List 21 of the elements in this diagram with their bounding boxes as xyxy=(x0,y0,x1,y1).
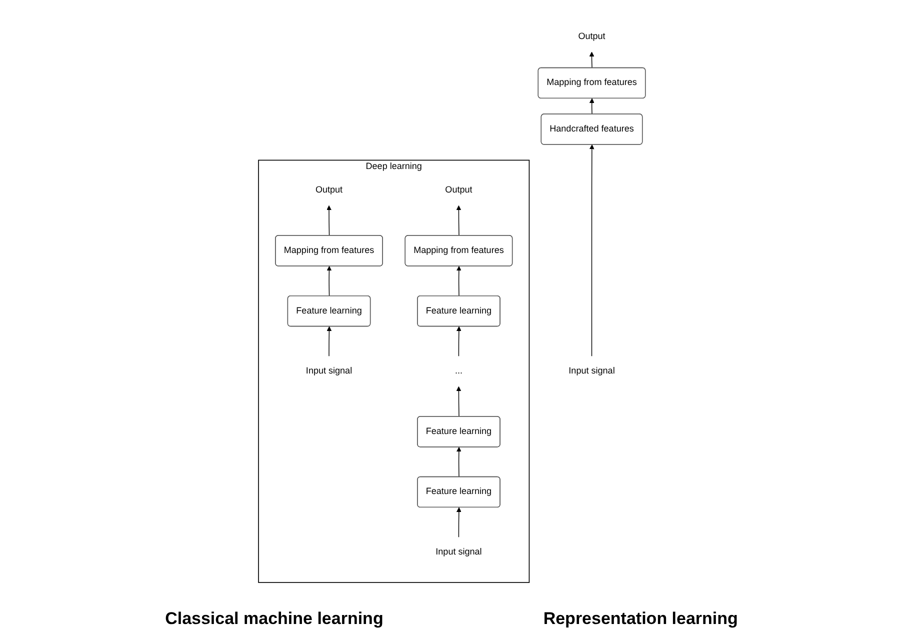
node-text: Output xyxy=(578,31,605,41)
arrow xyxy=(588,51,594,68)
arrow xyxy=(588,98,594,114)
node-text: Output xyxy=(444,184,472,194)
arrow xyxy=(456,265,461,296)
arrow xyxy=(326,265,332,296)
arrow xyxy=(456,506,461,537)
arrow xyxy=(588,144,594,356)
arrow xyxy=(456,326,461,356)
arrow xyxy=(326,326,332,356)
node-text: ... xyxy=(454,366,462,376)
arrow xyxy=(456,204,461,236)
node-text: Input signal xyxy=(568,366,614,376)
arrow xyxy=(456,446,461,477)
arrow xyxy=(456,386,461,417)
arrow xyxy=(326,204,332,236)
node-text: Output xyxy=(315,184,342,194)
node-text: Input signal xyxy=(435,546,482,556)
caption-text: Classical machine learning xyxy=(165,609,384,629)
node-text: Input signal xyxy=(306,366,352,376)
caption-text: Representation learning xyxy=(543,609,738,629)
